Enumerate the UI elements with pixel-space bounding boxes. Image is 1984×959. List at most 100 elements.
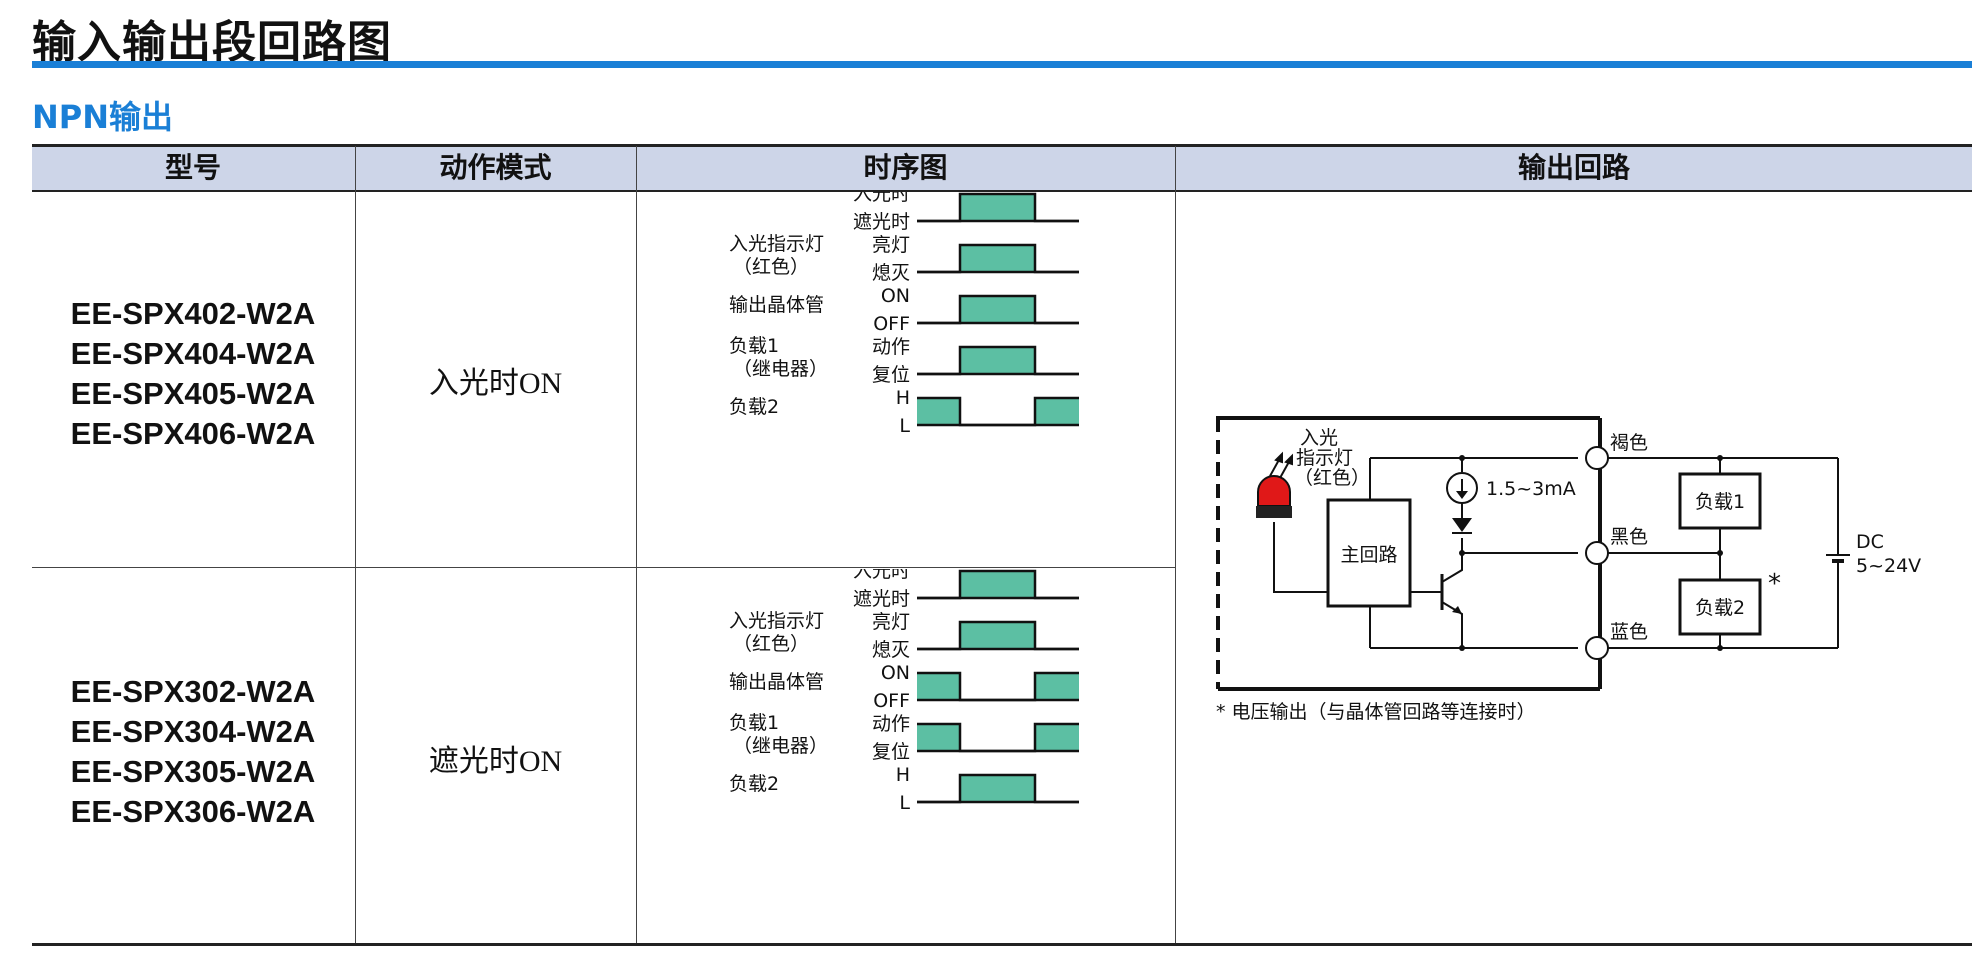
indicator-label-line: （红色） <box>1294 467 1370 489</box>
terminal-brown <box>1585 446 1609 470</box>
state-label-low: 复位 <box>872 364 910 386</box>
indicator-led-base <box>1256 506 1292 518</box>
signal-label: （红色） <box>733 256 809 278</box>
operation-mode: 遮光时ON <box>428 745 563 778</box>
pulse-high <box>960 347 1035 374</box>
timing-signal: 负载2 HL <box>729 387 1079 437</box>
state-label-high: 入光时 <box>853 569 910 582</box>
supply-label: DC <box>1856 531 1884 553</box>
pulse-high <box>1035 398 1079 425</box>
junction-dot <box>1717 455 1723 461</box>
timing-signal: 负载2 HL <box>729 764 1079 814</box>
circuit-note: * 电压输出（与晶体管回路等连接时） <box>1216 701 1536 723</box>
junction-dot <box>1459 550 1465 556</box>
table-bottom-rule <box>32 943 1972 946</box>
state-label-low: 熄灭 <box>872 639 910 661</box>
load2-label: 负载2 <box>1695 597 1745 619</box>
pulse-high <box>960 775 1035 802</box>
indicator-wire <box>1273 522 1328 593</box>
model-name: EE-SPX306-W2A <box>70 794 316 829</box>
pulse-high <box>917 724 960 751</box>
state-label-high: H <box>896 764 910 786</box>
state-label-low: OFF <box>873 690 910 712</box>
signal-label: 负载1 <box>729 712 779 734</box>
row-divider <box>32 567 1175 568</box>
junction-dot <box>1717 550 1723 556</box>
column-divider <box>355 146 356 943</box>
state-label-high: 动作 <box>872 713 910 735</box>
transistor-collector <box>1441 553 1463 583</box>
junction-dot <box>1459 645 1465 651</box>
header-model: 型号 <box>164 151 221 184</box>
page-title: 输入输出段回路图 <box>32 17 392 68</box>
main-circuit-label: 主回路 <box>1340 544 1397 566</box>
output-circuit-diagram: 入光 指示灯 （红色） 1.5~3mA 主回路 褐色 黑色 蓝色 负载1 负载2… <box>1216 416 1921 723</box>
section-title: NPN输出 <box>32 98 174 136</box>
state-label-high: 动作 <box>872 336 910 358</box>
column-divider <box>1175 146 1176 943</box>
signal-label: 负载2 <box>729 396 779 418</box>
wire-label-black: 黑色 <box>1610 526 1648 548</box>
pulse-high <box>960 571 1035 598</box>
signal-label: 负载1 <box>729 335 779 357</box>
model-list: EE-SPX402-W2A EE-SPX404-W2A EE-SPX405-W2… <box>32 294 354 454</box>
model-name: EE-SPX406-W2A <box>70 416 316 451</box>
state-label-low: L <box>899 792 910 814</box>
state-label-low: OFF <box>873 313 910 335</box>
indicator-label-line: 入光 <box>1300 427 1338 449</box>
indicator-led-icon <box>1257 475 1291 507</box>
model-name: EE-SPX302-W2A <box>70 674 316 709</box>
wire-label-brown: 褐色 <box>1610 432 1648 454</box>
indicator-label-line: 指示灯 <box>1296 447 1353 469</box>
header-timing: 时序图 <box>863 151 948 184</box>
model-name: EE-SPX305-W2A <box>70 754 316 789</box>
pulse-high <box>917 673 960 700</box>
signal-label: 入光指示灯 <box>729 233 824 255</box>
state-label-low: 复位 <box>872 741 910 763</box>
pulse-high <box>960 194 1035 221</box>
model-name: EE-SPX304-W2A <box>70 714 316 749</box>
model-name: EE-SPX405-W2A <box>70 376 316 411</box>
pulse-high <box>1035 724 1079 751</box>
state-label-high: 亮灯 <box>872 611 910 633</box>
column-divider <box>636 146 637 943</box>
signal-label: 负载2 <box>729 773 779 795</box>
signal-label: （继电器） <box>733 735 828 757</box>
state-label-low: L <box>899 415 910 437</box>
state-label-high: 亮灯 <box>872 234 910 256</box>
diode-icon <box>1452 518 1472 532</box>
state-label-high: H <box>896 387 910 409</box>
signal-label: （红色） <box>733 633 809 655</box>
pulse-high <box>960 296 1035 323</box>
signal-label: 输出晶体管 <box>729 294 824 316</box>
pulse-high <box>960 245 1035 272</box>
terminal-blue <box>1585 636 1609 660</box>
title-rule <box>32 61 1972 68</box>
model-list: EE-SPX302-W2A EE-SPX304-W2A EE-SPX305-W2… <box>32 672 354 832</box>
state-label-low: 熄灭 <box>872 262 910 284</box>
asterisk-mark: * <box>1768 569 1781 599</box>
terminal-black <box>1585 541 1609 565</box>
wire-label-blue: 蓝色 <box>1610 621 1648 643</box>
state-label-low: 遮光时 <box>853 211 910 233</box>
emitter-arrow <box>1452 606 1462 614</box>
pulse-high <box>917 398 960 425</box>
pulse-high <box>960 622 1035 649</box>
model-name: EE-SPX402-W2A <box>70 296 316 331</box>
state-label-low: 遮光时 <box>853 588 910 610</box>
state-label-high: ON <box>881 662 910 684</box>
current-label: 1.5~3mA <box>1486 478 1576 500</box>
junction-dot <box>1459 455 1465 461</box>
model-name: EE-SPX404-W2A <box>70 336 316 371</box>
load1-label: 负载1 <box>1695 491 1745 513</box>
header-output-circuit: 输出回路 <box>1517 151 1630 184</box>
